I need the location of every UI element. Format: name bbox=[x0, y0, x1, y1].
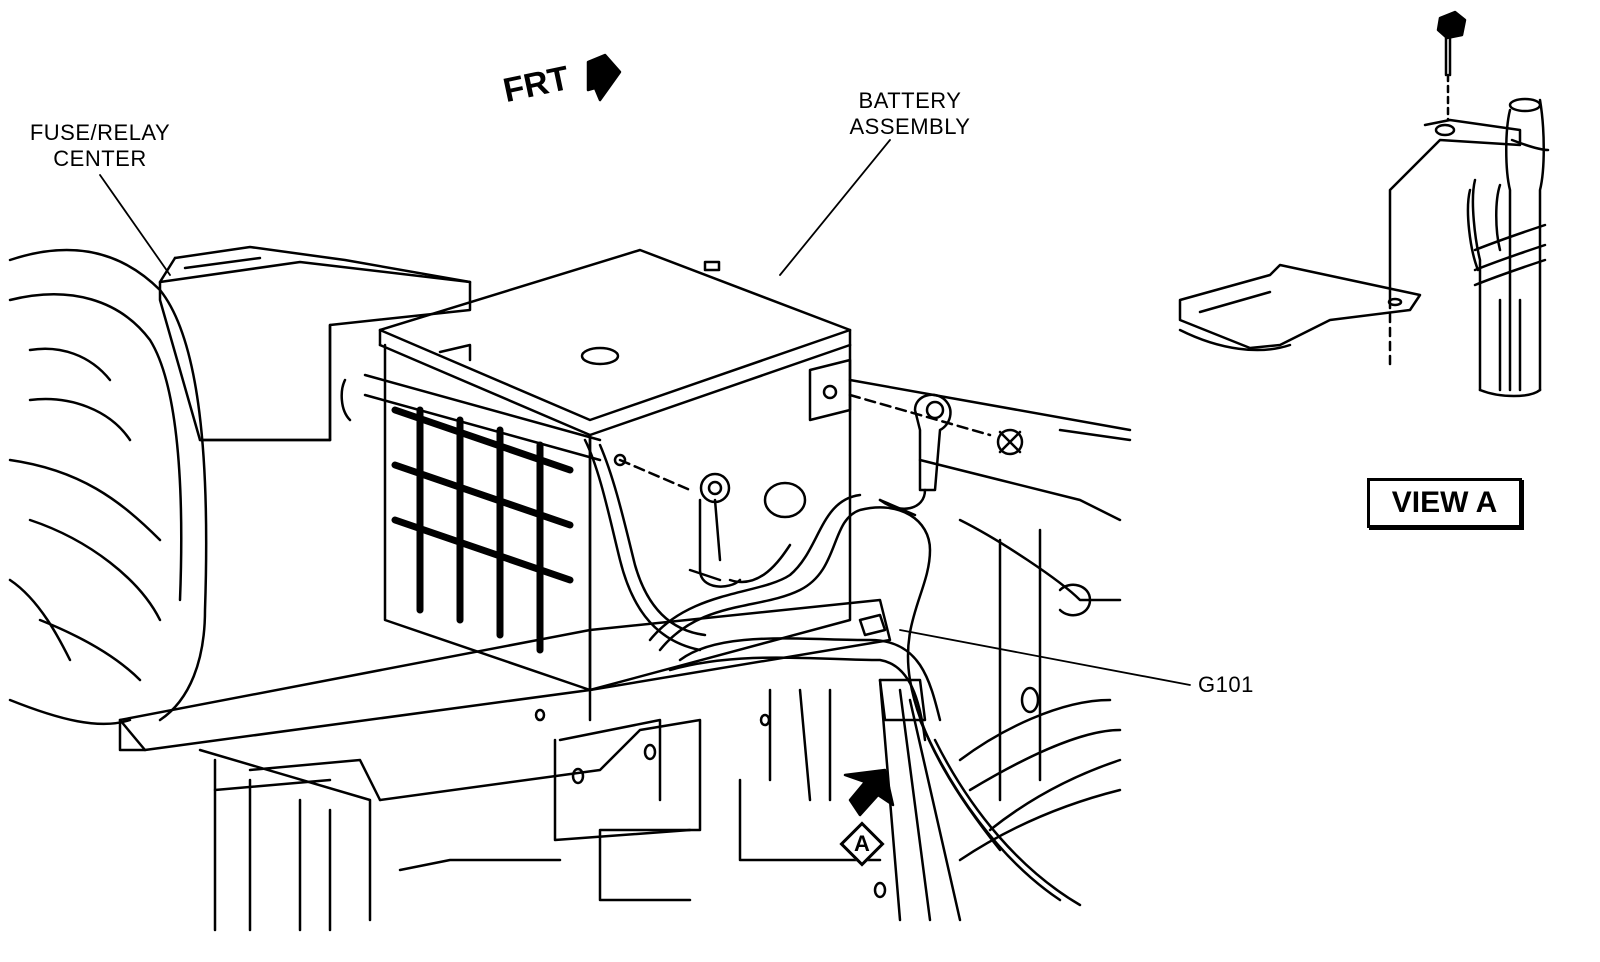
view-a-marker-letter: A bbox=[854, 831, 870, 857]
battery bbox=[340, 248, 852, 692]
view-a-detail bbox=[1178, 10, 1550, 398]
battery-assembly-label-line1: BATTERY bbox=[858, 88, 962, 113]
view-a-label: VIEW A bbox=[1367, 478, 1522, 528]
battery-cables bbox=[583, 393, 1082, 922]
front-arrow-icon bbox=[586, 53, 622, 102]
fuse-relay-center-label-line1: FUSE/RELAY bbox=[29, 120, 171, 145]
battery-tray bbox=[118, 598, 892, 932]
leader-lines bbox=[99, 139, 1191, 686]
ground-g101-label: G101 bbox=[1198, 672, 1254, 697]
battery-assembly-label-line2: ASSEMBLY bbox=[849, 114, 971, 139]
fuse-relay-center-label: FUSE/RELAY CENTER bbox=[10, 120, 190, 172]
view-a-arrow-icon bbox=[843, 768, 895, 817]
fuse-relay-center-label-line2: CENTER bbox=[53, 146, 147, 171]
inner-fender bbox=[8, 248, 208, 726]
body-panel-right bbox=[534, 378, 1132, 899]
fuse-relay-center-housing bbox=[158, 245, 472, 442]
battery-assembly-label: BATTERY ASSEMBLY bbox=[820, 88, 1000, 140]
